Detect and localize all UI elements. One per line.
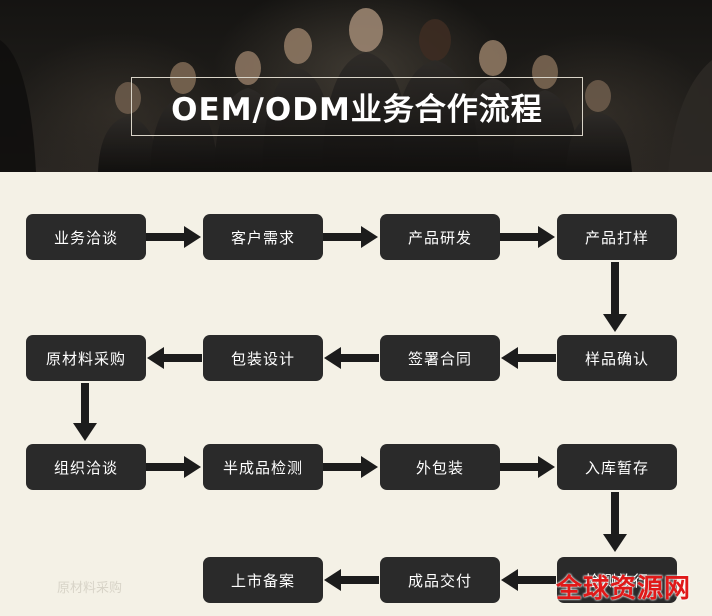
page-title: OEM/ODM业务合作流程 <box>171 92 543 128</box>
arrow-right-icon <box>500 226 555 248</box>
arrow-down-icon <box>73 383 97 441</box>
arrow-left-icon <box>501 347 556 369</box>
arrow-right-icon <box>323 456 378 478</box>
arrow-right-icon <box>146 226 201 248</box>
step-sign-contract: 签署合同 <box>380 335 500 381</box>
step-raw-material-purchase: 原材料采购 <box>26 335 146 381</box>
watermark-logo: 全球资源网 <box>556 574 692 604</box>
step-product-delivery: 成品交付 <box>380 557 500 603</box>
step-market-filing: 上市备案 <box>203 557 323 603</box>
step-semi-finished-inspection: 半成品检测 <box>203 444 323 490</box>
arrow-left-icon <box>324 569 379 591</box>
step-sample-confirmation: 样品确认 <box>557 335 677 381</box>
arrow-down-icon <box>603 492 627 552</box>
step-product-development: 产品研发 <box>380 214 500 260</box>
step-product-sampling: 产品打样 <box>557 214 677 260</box>
title-frame: OEM/ODM业务合作流程 <box>131 77 583 136</box>
arrow-right-icon <box>500 456 555 478</box>
step-business-negotiation: 业务洽谈 <box>26 214 146 260</box>
arrow-down-icon <box>603 262 627 332</box>
arrow-left-icon <box>501 569 556 591</box>
ghost-label: 原材料采购 <box>57 581 123 596</box>
business-team-photo <box>0 0 712 172</box>
arrow-right-icon <box>323 226 378 248</box>
step-inspection-release: 检测放行 <box>557 557 677 603</box>
step-customer-needs: 客户需求 <box>203 214 323 260</box>
arrow-left-icon <box>147 347 202 369</box>
step-organize-negotiation: 组织洽谈 <box>26 444 146 490</box>
arrow-right-icon <box>146 456 201 478</box>
step-packaging-design: 包装设计 <box>203 335 323 381</box>
arrow-left-icon <box>324 347 379 369</box>
step-warehousing: 入库暂存 <box>557 444 677 490</box>
header-banner: OEM/ODM业务合作流程 <box>0 0 712 172</box>
step-outer-packaging: 外包装 <box>380 444 500 490</box>
